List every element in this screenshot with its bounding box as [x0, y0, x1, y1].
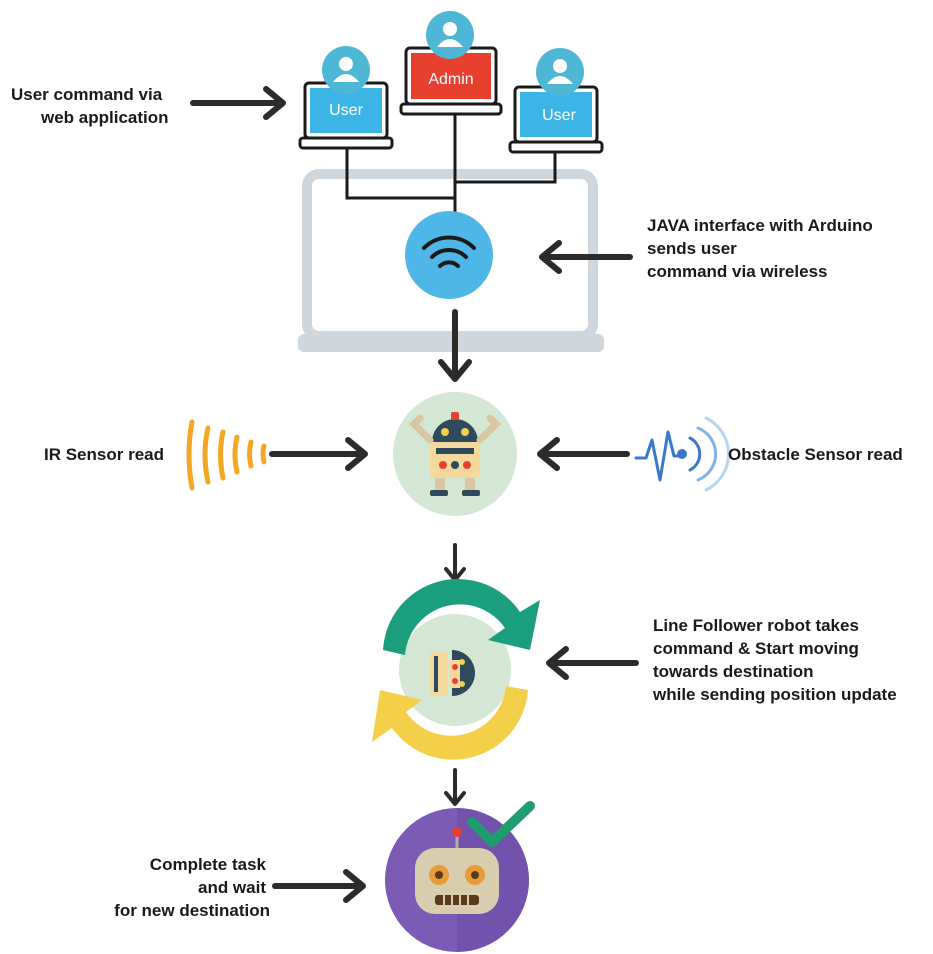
label-line-follower-line-3: towards destination	[653, 662, 814, 681]
label-user-command-line-1: User command via	[11, 85, 163, 104]
label-user-command-line-2: web application	[41, 108, 169, 127]
label-java-line-2: sends user	[647, 239, 737, 258]
label-complete-line-1: Complete task	[149, 855, 266, 874]
label-java-line-1: JAVA interface with Arduino	[647, 216, 873, 235]
arrow-robot-to-cycle	[444, 543, 466, 582]
wifi-icon	[405, 211, 493, 299]
admin-screen-label: Admin	[428, 71, 473, 88]
user-right-screen-label: User	[542, 107, 576, 124]
label-complete-task: Complete task and wait for new destinati…	[78, 853, 278, 922]
arrow-user-command	[190, 86, 286, 120]
user-left-screen-label: User	[329, 102, 363, 119]
label-user-command: User command via web application	[11, 83, 169, 129]
label-ir-sensor: IR Sensor read	[44, 445, 164, 464]
arrow-ir-sensor	[269, 437, 368, 471]
label-line-follower-line-1: Line Follower robot takes	[653, 616, 859, 635]
ir-sensor-icon	[186, 419, 267, 491]
label-complete-line-3: for new destination	[114, 901, 270, 920]
label-line-follower: Line Follower robot takes command & Star…	[653, 614, 897, 706]
arrow-complete-task	[272, 869, 366, 903]
label-complete-line-2: and wait	[197, 878, 266, 897]
label-java-line-3: command via wireless	[647, 262, 828, 281]
admin-laptop-icon: Admin	[399, 11, 503, 116]
network-connector-lines	[345, 112, 557, 215]
arrows	[190, 86, 639, 903]
arrow-obstacle-sensor	[537, 437, 630, 471]
arrow-java-interface	[539, 240, 633, 274]
arrow-cycle-to-complete	[444, 768, 466, 806]
label-java-interface: JAVA interface with Arduino sends user c…	[647, 214, 873, 283]
checkmark-icon	[467, 801, 535, 847]
robot-icon	[393, 392, 517, 516]
arrow-line-follower	[546, 646, 639, 680]
user-laptop-right-icon: User	[508, 48, 604, 154]
label-obstacle-sensor: Obstacle Sensor read	[728, 445, 903, 464]
label-line-follower-line-4: while sending position update	[653, 685, 897, 704]
line-follower-cycle-icon	[372, 579, 540, 760]
user-laptop-left-icon: User	[298, 46, 394, 150]
obstacle-sensor-icon	[634, 416, 730, 492]
label-line-follower-line-2: command & Start moving	[653, 639, 859, 658]
arrow-wifi-to-robot	[438, 309, 472, 382]
